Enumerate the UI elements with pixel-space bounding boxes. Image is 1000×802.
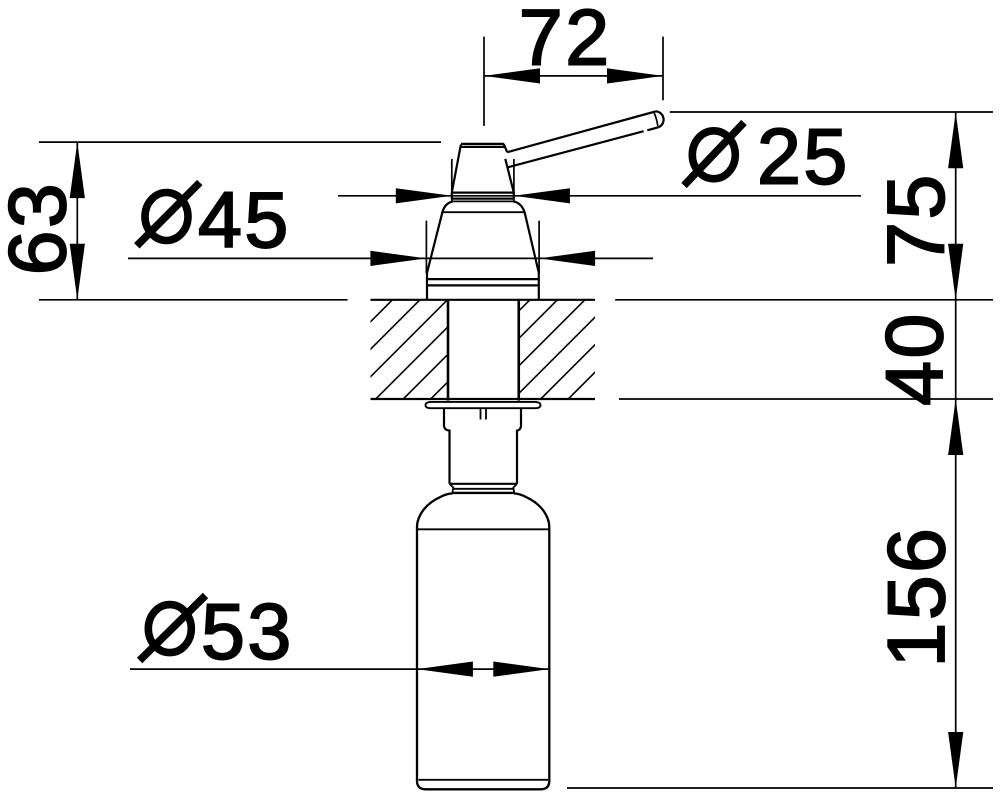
svg-text:53: 53 bbox=[201, 586, 294, 675]
svg-text:63: 63 bbox=[0, 181, 83, 276]
svg-text:25: 25 bbox=[757, 112, 850, 201]
svg-text:156: 156 bbox=[872, 526, 962, 668]
svg-text:40: 40 bbox=[870, 311, 960, 406]
svg-text:75: 75 bbox=[872, 172, 962, 267]
svg-text:45: 45 bbox=[198, 175, 291, 264]
svg-text:72: 72 bbox=[519, 0, 612, 81]
